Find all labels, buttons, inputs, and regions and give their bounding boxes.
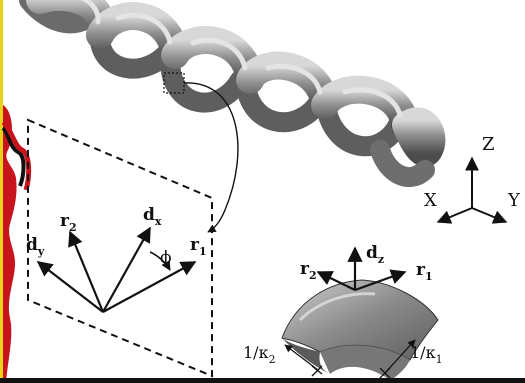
angle-arc	[149, 251, 171, 271]
curved-patch	[281, 279, 439, 380]
label-kappa1: 1/κ1	[410, 343, 443, 366]
label-r2: r2	[60, 211, 77, 234]
axis-y-arrow	[471, 207, 508, 224]
vector-r2	[68, 230, 105, 313]
tangent-plane-frame	[27, 118, 213, 378]
label-kappa2: 1/κ2	[243, 343, 276, 366]
vector-r2-patch	[316, 271, 356, 291]
label-dz: dz	[366, 243, 384, 266]
red-ribbon-edge	[3, 105, 17, 383]
kappa1-indicator	[384, 339, 416, 374]
ribbon-outline	[1, 126, 26, 187]
vector-dy	[36, 261, 104, 313]
yellow-border-strip	[0, 0, 3, 383]
label-axis-z: Z	[482, 134, 495, 155]
plane-vectors	[36, 226, 197, 313]
label-r2-patch: r2	[300, 259, 317, 282]
label-r1-patch: r1	[416, 260, 433, 283]
vector-dx	[102, 226, 151, 313]
label-dx: dx	[143, 205, 162, 228]
label-dy: dy	[26, 235, 45, 258]
bottom-border	[0, 378, 525, 383]
label-axis-x: X	[424, 190, 437, 211]
helix-shape	[19, 0, 446, 187]
label-phi: ϕ	[160, 248, 172, 268]
coordinate-axes	[436, 156, 508, 224]
label-r1: r1	[190, 235, 207, 258]
axis-x-arrow	[436, 207, 473, 224]
vector-r1	[102, 261, 197, 313]
label-axis-y: Y	[507, 190, 521, 211]
zoom-connector-arrow	[183, 82, 239, 233]
vector-r1-patch	[354, 269, 407, 292]
